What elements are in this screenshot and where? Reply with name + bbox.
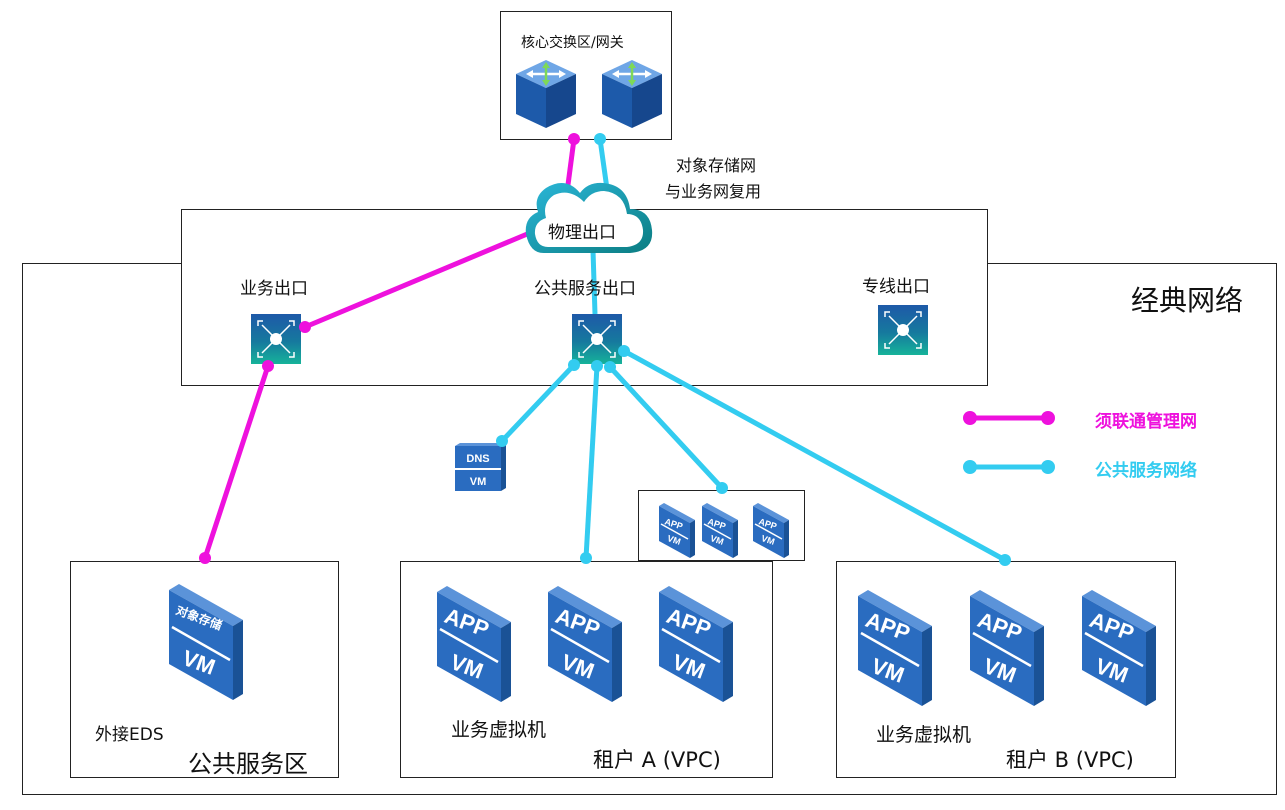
public-service-zone-sub: 外接EDS [95,725,164,745]
app-vm-icon: APP VM [856,588,934,708]
public-network-links [500,138,1048,563]
tenant-a-title: 租户 A (VPC) [593,748,721,772]
dedicated-line-exit-switch-icon [877,304,929,356]
note-line-1: 对象存储网 [676,156,757,175]
public-service-zone-title: 公共服务区 [188,750,308,778]
svg-text:VM: VM [666,533,682,547]
object-storage-vm-icon: 对象存储 VM [167,582,245,702]
public-service-exit-label: 公共服务出口 [534,279,636,299]
mgmt-link-dots [199,133,1055,564]
note-line-2: 与业务网复用 [665,182,762,201]
core-switch-icon [600,58,664,130]
public-link-dots [496,133,1055,566]
legend-public-label: 公共服务网络 [1095,461,1197,481]
legend-mgmt-label: 须联通管理网 [1095,412,1197,432]
public-service-exit-switch-icon [571,313,623,365]
dns-vm-icon: DNS VM [455,443,506,491]
svg-text:VM: VM [760,533,776,547]
core-switch-icon [514,58,578,130]
svg-text:VM: VM [470,476,487,488]
small-app-vm-icon: APP VM [701,502,739,559]
core-zone-title: 核心交换区/网关 [521,35,624,51]
cloud-icon [525,182,653,254]
tenant-b-title: 租户 B (VPC) [1006,748,1134,772]
dedicated-exit-label: 专线出口 [862,277,930,297]
business-exit-label: 业务出口 [240,279,308,299]
business-exit-switch-icon [250,313,302,365]
app-vm-icon: APP VM [546,584,624,704]
app-vm-icon: APP VM [435,584,513,704]
classic-network-title: 经典网络 [1131,284,1244,317]
small-app-vm-icon: APP VM [752,502,790,559]
svg-text:DNS: DNS [466,453,489,465]
cloud-label: 物理出口 [548,223,616,243]
tenant-b-sub: 业务虚拟机 [876,724,972,746]
svg-text:VM: VM [709,533,725,547]
app-vm-icon: APP VM [968,588,1046,708]
app-vm-icon: APP VM [657,584,735,704]
small-app-vm-icon: APP VM [658,502,696,559]
app-vm-icon: APP VM [1080,588,1158,708]
tenant-a-sub: 业务虚拟机 [451,719,547,741]
